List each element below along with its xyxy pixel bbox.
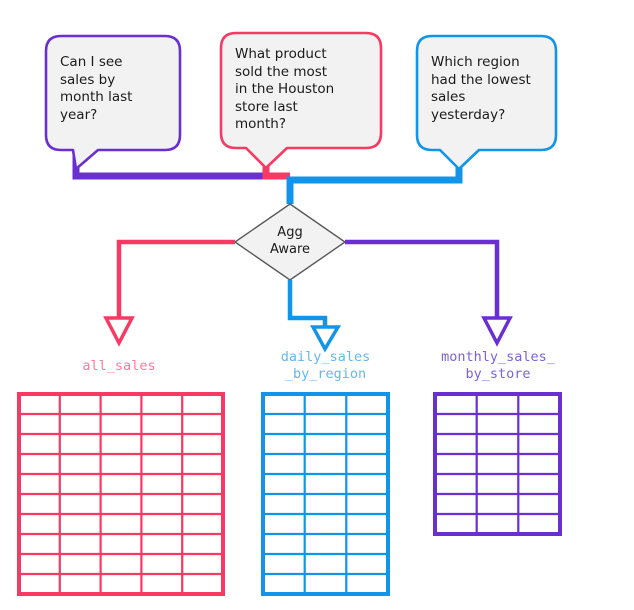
arrowhead-daily-sales-by-region: [310, 325, 342, 353]
arrowhead-all-sales: [103, 316, 135, 347]
connector-purple-to-bus: [72, 152, 266, 180]
speech-bubble-month-sales: [44, 34, 182, 171]
speech-bubble-text-houston-product: What product sold the most in the Housto…: [235, 46, 335, 132]
connector-blue-to-node: [286, 152, 463, 204]
speech-bubble-houston-product: [219, 31, 383, 170]
table-label-all-sales: all_sales: [82, 358, 156, 374]
table-grid-daily-sales-by-region: [261, 392, 390, 596]
speech-bubble-text-month-sales: Can I see sales by month last year?: [60, 54, 133, 123]
edge-to-daily-sales-by-region: [287, 280, 328, 327]
table-label-daily-sales-by-region: daily_sales _by_region: [280, 349, 371, 382]
table-grid-all-sales: [17, 392, 225, 596]
table-grid-monthly-sales-by-store: [433, 392, 562, 536]
edge-to-all-sales: [116, 239, 235, 318]
speech-bubble-text-lowest-region: Which region had the lowest sales yester…: [431, 54, 531, 123]
arrowhead-monthly-sales-by-store: [481, 316, 513, 347]
edge-to-monthly-sales-by-store: [345, 239, 500, 318]
agg-aware-node-label: Agg Aware: [269, 225, 311, 257]
speech-bubble-lowest-region: [415, 34, 558, 171]
table-label-monthly-sales-by-store: monthly_sales_ by_store: [441, 349, 555, 382]
